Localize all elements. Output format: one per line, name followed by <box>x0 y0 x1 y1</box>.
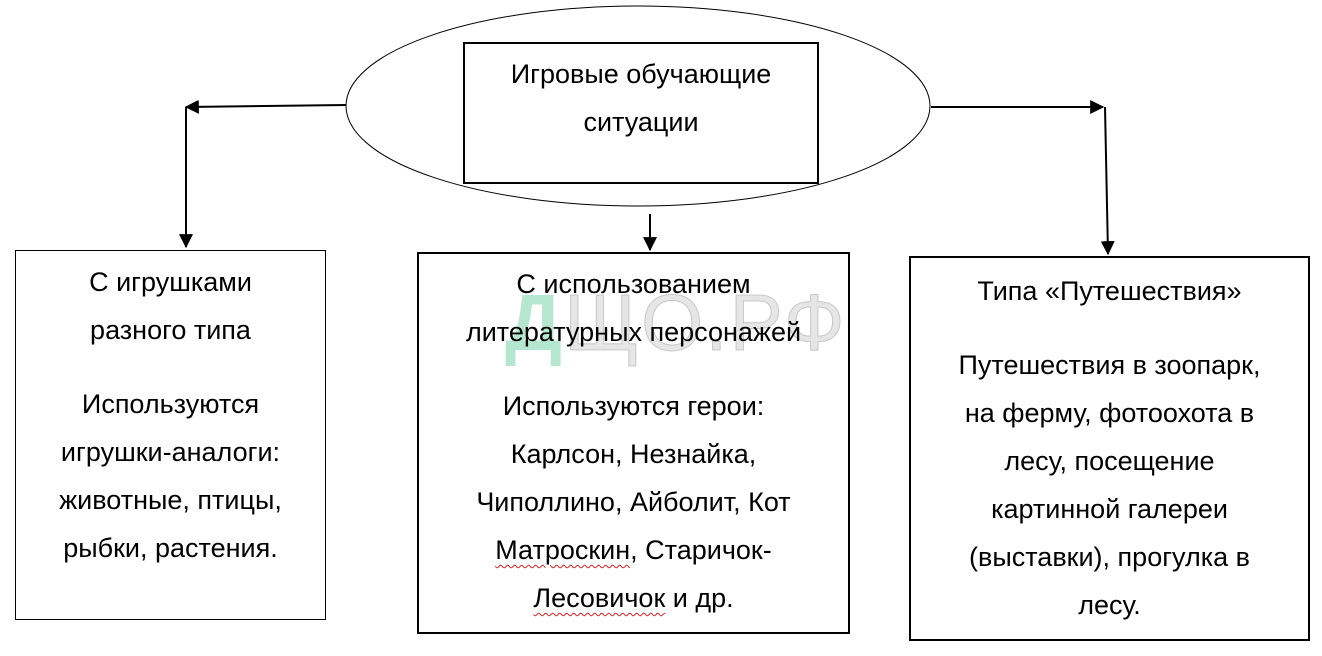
box-body-text: , Старичок- <box>630 535 772 565</box>
center-title-line: Игровые обучающие <box>510 59 772 89</box>
box-travel <box>909 256 1310 641</box>
box-title-line: разного типа <box>90 315 251 345</box>
center-box <box>463 42 819 184</box>
arrow-right-vertical <box>1100 106 1115 256</box>
box-title-line: Типа «Путешествия» <box>977 276 1242 306</box>
box-body-line: (выставки), прогулка в <box>969 542 1250 572</box>
box-body-line: лесу, посещение <box>1004 446 1215 476</box>
arrow-left-horizontal <box>184 99 347 114</box>
spellcheck-word[interactable]: Матроскин <box>495 535 631 565</box>
box-toys-text: С игрушками разного типа Используются иг… <box>15 258 326 572</box>
box-title-line: литературных персонажей <box>465 317 802 347</box>
box-body-line: животные, птицы, <box>59 485 282 515</box>
box-travel-text: Типа «Путешествия» Путешествия в зоопарк… <box>909 267 1310 629</box>
box-body-line: Путешествия в зоопарк, <box>958 350 1261 380</box>
box-literary-text: С использованием литературных персонажей… <box>417 260 850 622</box>
box-title-line: С использованием <box>516 269 751 299</box>
box-body-line: картинной галереи <box>991 494 1228 524</box>
box-body-line: Матроскин, Старичок- <box>417 526 850 574</box>
box-body-line: Лесовичок и др. <box>417 574 850 622</box>
box-title-line: С игрушками <box>89 267 252 297</box>
center-title-line: ситуации <box>583 107 699 137</box>
box-body-line: Используются <box>81 389 260 419</box>
box-body-line: Используются герои: <box>502 391 765 421</box>
spellcheck-word[interactable]: Лесовичок <box>533 583 666 613</box>
box-literary <box>417 252 850 634</box>
center-title: Игровые обучающие ситуации <box>463 50 819 146</box>
box-toys <box>15 250 326 620</box>
box-body-line: Чиполлино, Айболит, Кот <box>476 487 791 517</box>
box-body-line: на ферму, фотоохота в <box>964 398 1255 428</box>
box-body-line: Карлсон, Незнайка, <box>510 439 757 469</box>
box-body-line: рыбки, растения. <box>63 533 278 563</box>
box-body-line: лесу. <box>1078 590 1141 620</box>
box-body-text: и др. <box>665 583 734 613</box>
box-body-line: игрушки-аналоги: <box>60 437 281 467</box>
